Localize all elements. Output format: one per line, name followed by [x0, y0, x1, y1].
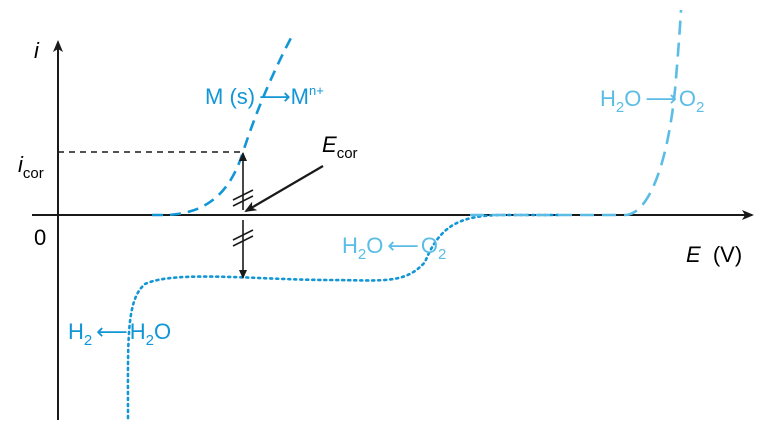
- hydrogen-evolution-label: H2⟵H2O: [68, 319, 171, 349]
- equal-magnitude-ticks-lower: [232, 229, 254, 247]
- ecor-pointer-arrow: [244, 165, 324, 213]
- equal-magnitude-ticks-upper: [232, 189, 254, 207]
- oxygen-reduction-label: H2O⟵O2: [342, 233, 446, 263]
- icor-label: icor: [18, 152, 44, 182]
- water-oxidation-label: H2O⟶O2: [600, 86, 704, 116]
- origin-label: 0: [34, 225, 46, 250]
- metal-oxidation-curve: [152, 35, 294, 217]
- cathodic-reduction-curve: [126, 213, 562, 420]
- water-oxidation-curve: [470, 9, 683, 217]
- metal-reaction-label: M (s)⟶Mn+: [205, 83, 324, 109]
- ecor-label: Ecor: [322, 132, 358, 162]
- x-axis-label: E (V): [686, 242, 742, 267]
- y-axis-label: i: [34, 38, 40, 63]
